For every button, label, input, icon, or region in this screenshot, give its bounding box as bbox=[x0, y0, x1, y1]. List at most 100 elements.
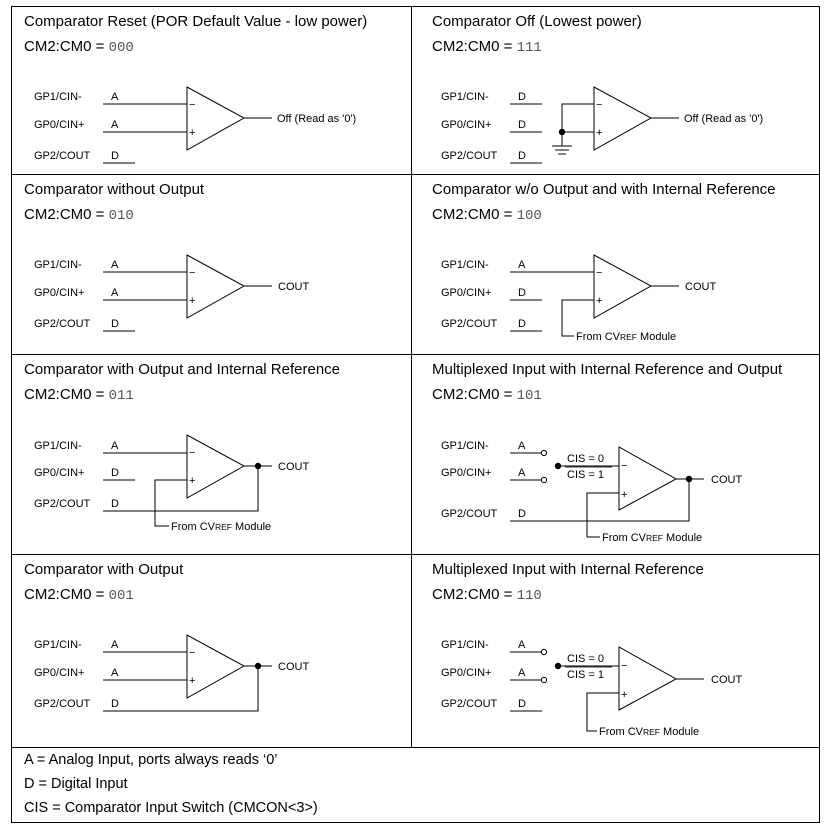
gp2-output-wire bbox=[103, 466, 259, 512]
switch-contact-a bbox=[540, 648, 548, 656]
switch-contact-a bbox=[540, 449, 548, 457]
gp1-label: GP1/CIN- bbox=[34, 440, 82, 452]
gp0-label: GP0/CIN+ bbox=[441, 667, 491, 679]
gp1-label: GP1/CIN- bbox=[34, 639, 82, 651]
gp1-label: GP1/CIN- bbox=[441, 440, 489, 452]
panel-comparator-with-output: Comparator with Output CM2:CM0 = 001 GP1… bbox=[11, 554, 412, 748]
panel-title: Comparator Off (Lowest power) bbox=[432, 13, 642, 30]
gp0-type: D bbox=[111, 467, 119, 479]
cis0-label: CIS = 0 bbox=[567, 653, 604, 665]
cout-label: COUT bbox=[685, 281, 716, 293]
junction-dot bbox=[254, 662, 262, 670]
gp0-type: A bbox=[518, 467, 526, 479]
gp0-type: A bbox=[518, 667, 526, 679]
gp2-label: GP2/COUT bbox=[441, 318, 498, 330]
junction-dot bbox=[254, 462, 262, 470]
plus-sign: + bbox=[621, 489, 627, 501]
output-label: Off (Read as '0') bbox=[277, 113, 356, 125]
gp1-type: A bbox=[518, 440, 526, 452]
panel-comparator-off: Comparator Off (Lowest power) CM2:CM0 = … bbox=[411, 6, 820, 175]
gp2-label: GP2/COUT bbox=[441, 508, 498, 520]
gp1-type: A bbox=[111, 259, 119, 271]
gp2-type: D bbox=[518, 318, 526, 330]
comparator-symbol bbox=[618, 446, 678, 511]
plus-sign: + bbox=[596, 295, 602, 307]
gp2-type: D bbox=[111, 318, 119, 330]
gp1-label: GP1/CIN- bbox=[441, 259, 489, 271]
panel-title: Multiplexed Input with Internal Referenc… bbox=[432, 561, 704, 578]
switch-contact-b bbox=[540, 676, 548, 684]
gp2-type: D bbox=[111, 150, 119, 162]
gp1-type: A bbox=[111, 639, 119, 651]
minus-sign: − bbox=[621, 660, 627, 672]
gp0-label: GP0/CIN+ bbox=[441, 119, 491, 131]
plus-sign: + bbox=[596, 127, 602, 139]
cis1-label: CIS = 1 bbox=[567, 669, 604, 681]
panel-without-output-internal-ref: Comparator w/o Output and with Internal … bbox=[411, 174, 820, 355]
panel-title: Comparator with Output bbox=[24, 561, 184, 578]
mode-label: CM2:CM0 = 101 bbox=[432, 386, 542, 404]
gp2-type: D bbox=[518, 150, 526, 162]
cvref-wire bbox=[586, 492, 619, 538]
minus-sign: − bbox=[596, 267, 602, 279]
gp0-type: A bbox=[111, 287, 119, 299]
cvref-wire bbox=[154, 479, 187, 527]
cout-label: COUT bbox=[278, 281, 309, 293]
panel-title: Comparator w/o Output and with Internal … bbox=[432, 181, 776, 198]
gp2-type: D bbox=[111, 698, 119, 710]
gp0-type: D bbox=[518, 119, 526, 131]
comparator-symbol bbox=[186, 634, 246, 699]
plus-sign: + bbox=[621, 689, 627, 701]
gp1-type: A bbox=[518, 639, 526, 651]
gp0-label: GP0/CIN+ bbox=[441, 287, 491, 299]
legend-digital: D = Digital Input bbox=[24, 776, 128, 792]
minus-sign: − bbox=[189, 267, 195, 279]
gp0-type: A bbox=[111, 119, 119, 131]
comparator-diagram: GP1/CIN- GP0/CIN+ GP2/COUT A A D CIS = 0… bbox=[441, 639, 742, 738]
switch-contact-b bbox=[540, 476, 548, 484]
comparator-diagram: GP1/CIN- GP0/CIN+ GP2/COUT D D D − + Off… bbox=[441, 86, 763, 164]
gp0-type: D bbox=[518, 287, 526, 299]
cvref-wire bbox=[586, 692, 619, 732]
cout-label: COUT bbox=[711, 474, 742, 486]
panel-multiplexed-ref-output: Multiplexed Input with Internal Referenc… bbox=[411, 354, 820, 555]
junction-dot bbox=[685, 475, 693, 483]
comparator-diagram: GP1/CIN- GP0/CIN+ GP2/COUT A A D − + Off… bbox=[34, 86, 356, 164]
output-label: Off (Read as '0') bbox=[684, 113, 763, 125]
gp1-label: GP1/CIN- bbox=[34, 91, 82, 103]
gp2-label: GP2/COUT bbox=[34, 318, 91, 330]
plus-sign: + bbox=[189, 127, 195, 139]
gp1-type: A bbox=[111, 440, 119, 452]
shorted-inputs-wire bbox=[561, 103, 594, 133]
minus-sign: − bbox=[189, 447, 195, 459]
switch-pivot bbox=[554, 662, 562, 670]
cis0-label: CIS = 0 bbox=[567, 453, 604, 465]
legend-box: A = Analog Input, ports always reads ‘0’… bbox=[11, 747, 820, 823]
switch-pivot bbox=[554, 462, 562, 470]
minus-sign: − bbox=[596, 99, 602, 111]
gp2-type: D bbox=[111, 498, 119, 510]
gp2-label: GP2/COUT bbox=[34, 498, 91, 510]
comparator-symbol bbox=[186, 434, 246, 499]
panel-title: Comparator Reset (POR Default Value - lo… bbox=[24, 13, 368, 30]
gp2-label: GP2/COUT bbox=[34, 698, 91, 710]
panel-title: Comparator with Output and Internal Refe… bbox=[24, 361, 341, 378]
gp2-label: GP2/COUT bbox=[441, 150, 498, 162]
comparator-symbol bbox=[186, 86, 246, 151]
mode-label: CM2:CM0 = 111 bbox=[432, 38, 542, 56]
legend-analog: A = Analog Input, ports always reads ‘0’ bbox=[24, 752, 278, 768]
panel-multiplexed-ref: Multiplexed Input with Internal Referenc… bbox=[411, 554, 820, 748]
gp1-label: GP1/CIN- bbox=[441, 639, 489, 651]
panel-title: Multiplexed Input with Internal Referenc… bbox=[432, 361, 783, 378]
gp2-label: GP2/COUT bbox=[34, 150, 91, 162]
comparator-symbol bbox=[593, 86, 653, 151]
panel-comparator-without-output: Comparator without Output CM2:CM0 = 010 … bbox=[11, 174, 412, 355]
gp1-label: GP1/CIN- bbox=[441, 91, 489, 103]
gp2-output-wire bbox=[103, 666, 259, 712]
mode-label: CM2:CM0 = 000 bbox=[24, 38, 134, 56]
gp0-type: A bbox=[111, 667, 119, 679]
gp2-output-wire bbox=[510, 479, 690, 522]
comparator-symbol bbox=[618, 646, 678, 711]
cvref-wire bbox=[561, 299, 594, 337]
comparator-diagram: GP1/CIN- GP0/CIN+ GP2/COUT A D D From CV… bbox=[441, 254, 716, 343]
